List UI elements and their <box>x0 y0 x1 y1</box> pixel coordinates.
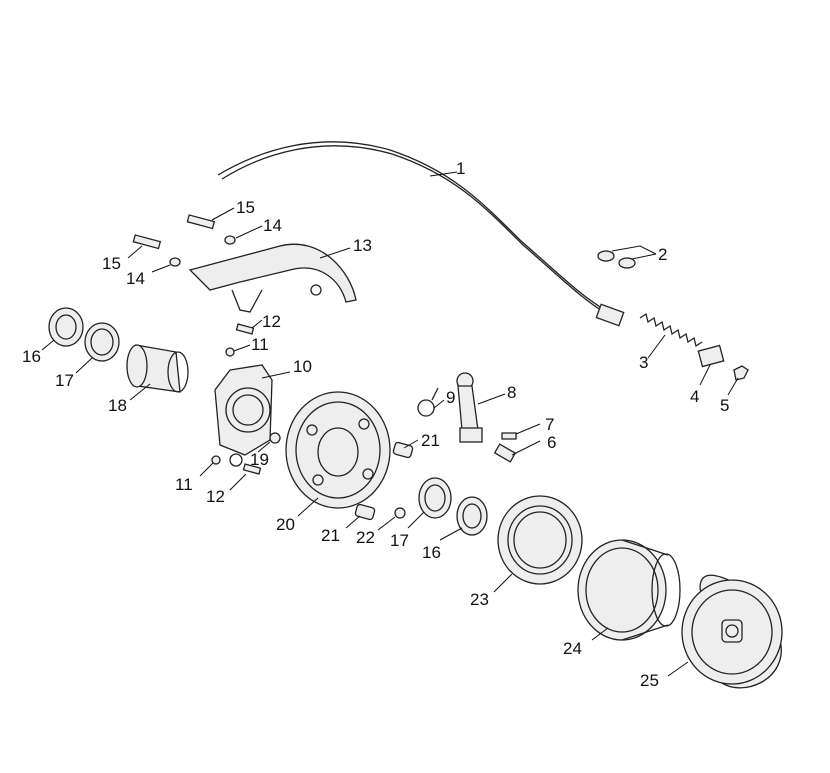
chain-guard <box>188 243 357 313</box>
oil-seal-left <box>41 307 84 351</box>
pin <box>501 423 541 440</box>
spacer-sleeve <box>126 344 189 401</box>
callout-17-right: 17 <box>390 531 409 550</box>
return-spring <box>417 387 445 417</box>
guard-bolt-upper <box>186 207 235 230</box>
spring <box>639 312 703 359</box>
callout-22: 22 <box>356 528 375 547</box>
callout-25: 25 <box>640 671 659 690</box>
callout-21-upper: 21 <box>421 431 440 450</box>
washer-upper <box>224 225 263 245</box>
wheel-hub <box>667 574 783 689</box>
panel-nut <box>377 507 406 531</box>
callout-13: 13 <box>353 236 372 255</box>
callout-16-right: 16 <box>422 543 441 562</box>
callout-18: 18 <box>108 396 127 415</box>
nuts <box>597 245 657 269</box>
callout-12-lower: 12 <box>206 487 225 506</box>
oil-seal-right <box>439 496 488 541</box>
callout-20: 20 <box>276 515 295 534</box>
callout-15-lower: 15 <box>102 254 121 273</box>
cam-bolt <box>493 440 541 463</box>
callout-12-upper: 12 <box>262 312 281 331</box>
wing-nut <box>727 365 749 396</box>
bracket-bolt-upper <box>235 319 263 335</box>
brake-shoes <box>493 495 583 593</box>
callout-6: 6 <box>547 433 556 452</box>
anchor-pin-upper <box>392 439 419 459</box>
guard-bolt-lower <box>127 234 162 259</box>
bearing-right <box>407 477 452 529</box>
bracket-bolt-lower <box>229 463 262 491</box>
callout-16-left: 16 <box>22 347 41 366</box>
callout-9: 9 <box>446 388 455 407</box>
brake-drum-ring <box>577 539 681 641</box>
callout-14-lower: 14 <box>126 269 145 288</box>
callout-23: 23 <box>470 590 489 609</box>
callout-10: 10 <box>293 357 312 376</box>
callout-14-upper: 14 <box>263 216 282 235</box>
callout-1: 1 <box>456 159 465 178</box>
bracket-nut-upper <box>225 344 251 357</box>
washer-lower <box>151 257 181 273</box>
adjuster-block <box>697 344 725 386</box>
callout-24: 24 <box>563 639 582 658</box>
callout-17-left: 17 <box>55 371 74 390</box>
callout-7: 7 <box>545 415 554 434</box>
bracket-nut-lower <box>199 455 221 477</box>
bearing-bracket <box>214 364 291 467</box>
callout-3: 3 <box>639 353 648 372</box>
callout-4: 4 <box>690 387 699 406</box>
callout-8: 8 <box>507 383 516 402</box>
bearing-left <box>75 322 120 374</box>
brake-cable <box>217 141 625 327</box>
callout-11-upper: 11 <box>251 335 269 354</box>
small-nut <box>257 432 281 453</box>
callout-19: 19 <box>250 450 269 469</box>
callout-2: 2 <box>658 245 667 264</box>
callout-21-lower: 21 <box>321 526 340 545</box>
callout-15-upper: 15 <box>236 198 255 217</box>
brake-arm <box>456 372 506 443</box>
callout-5: 5 <box>720 396 729 415</box>
callout-11-lower: 11 <box>175 475 193 494</box>
brake-panel <box>285 391 391 517</box>
anchor-pin-lower <box>345 503 376 529</box>
